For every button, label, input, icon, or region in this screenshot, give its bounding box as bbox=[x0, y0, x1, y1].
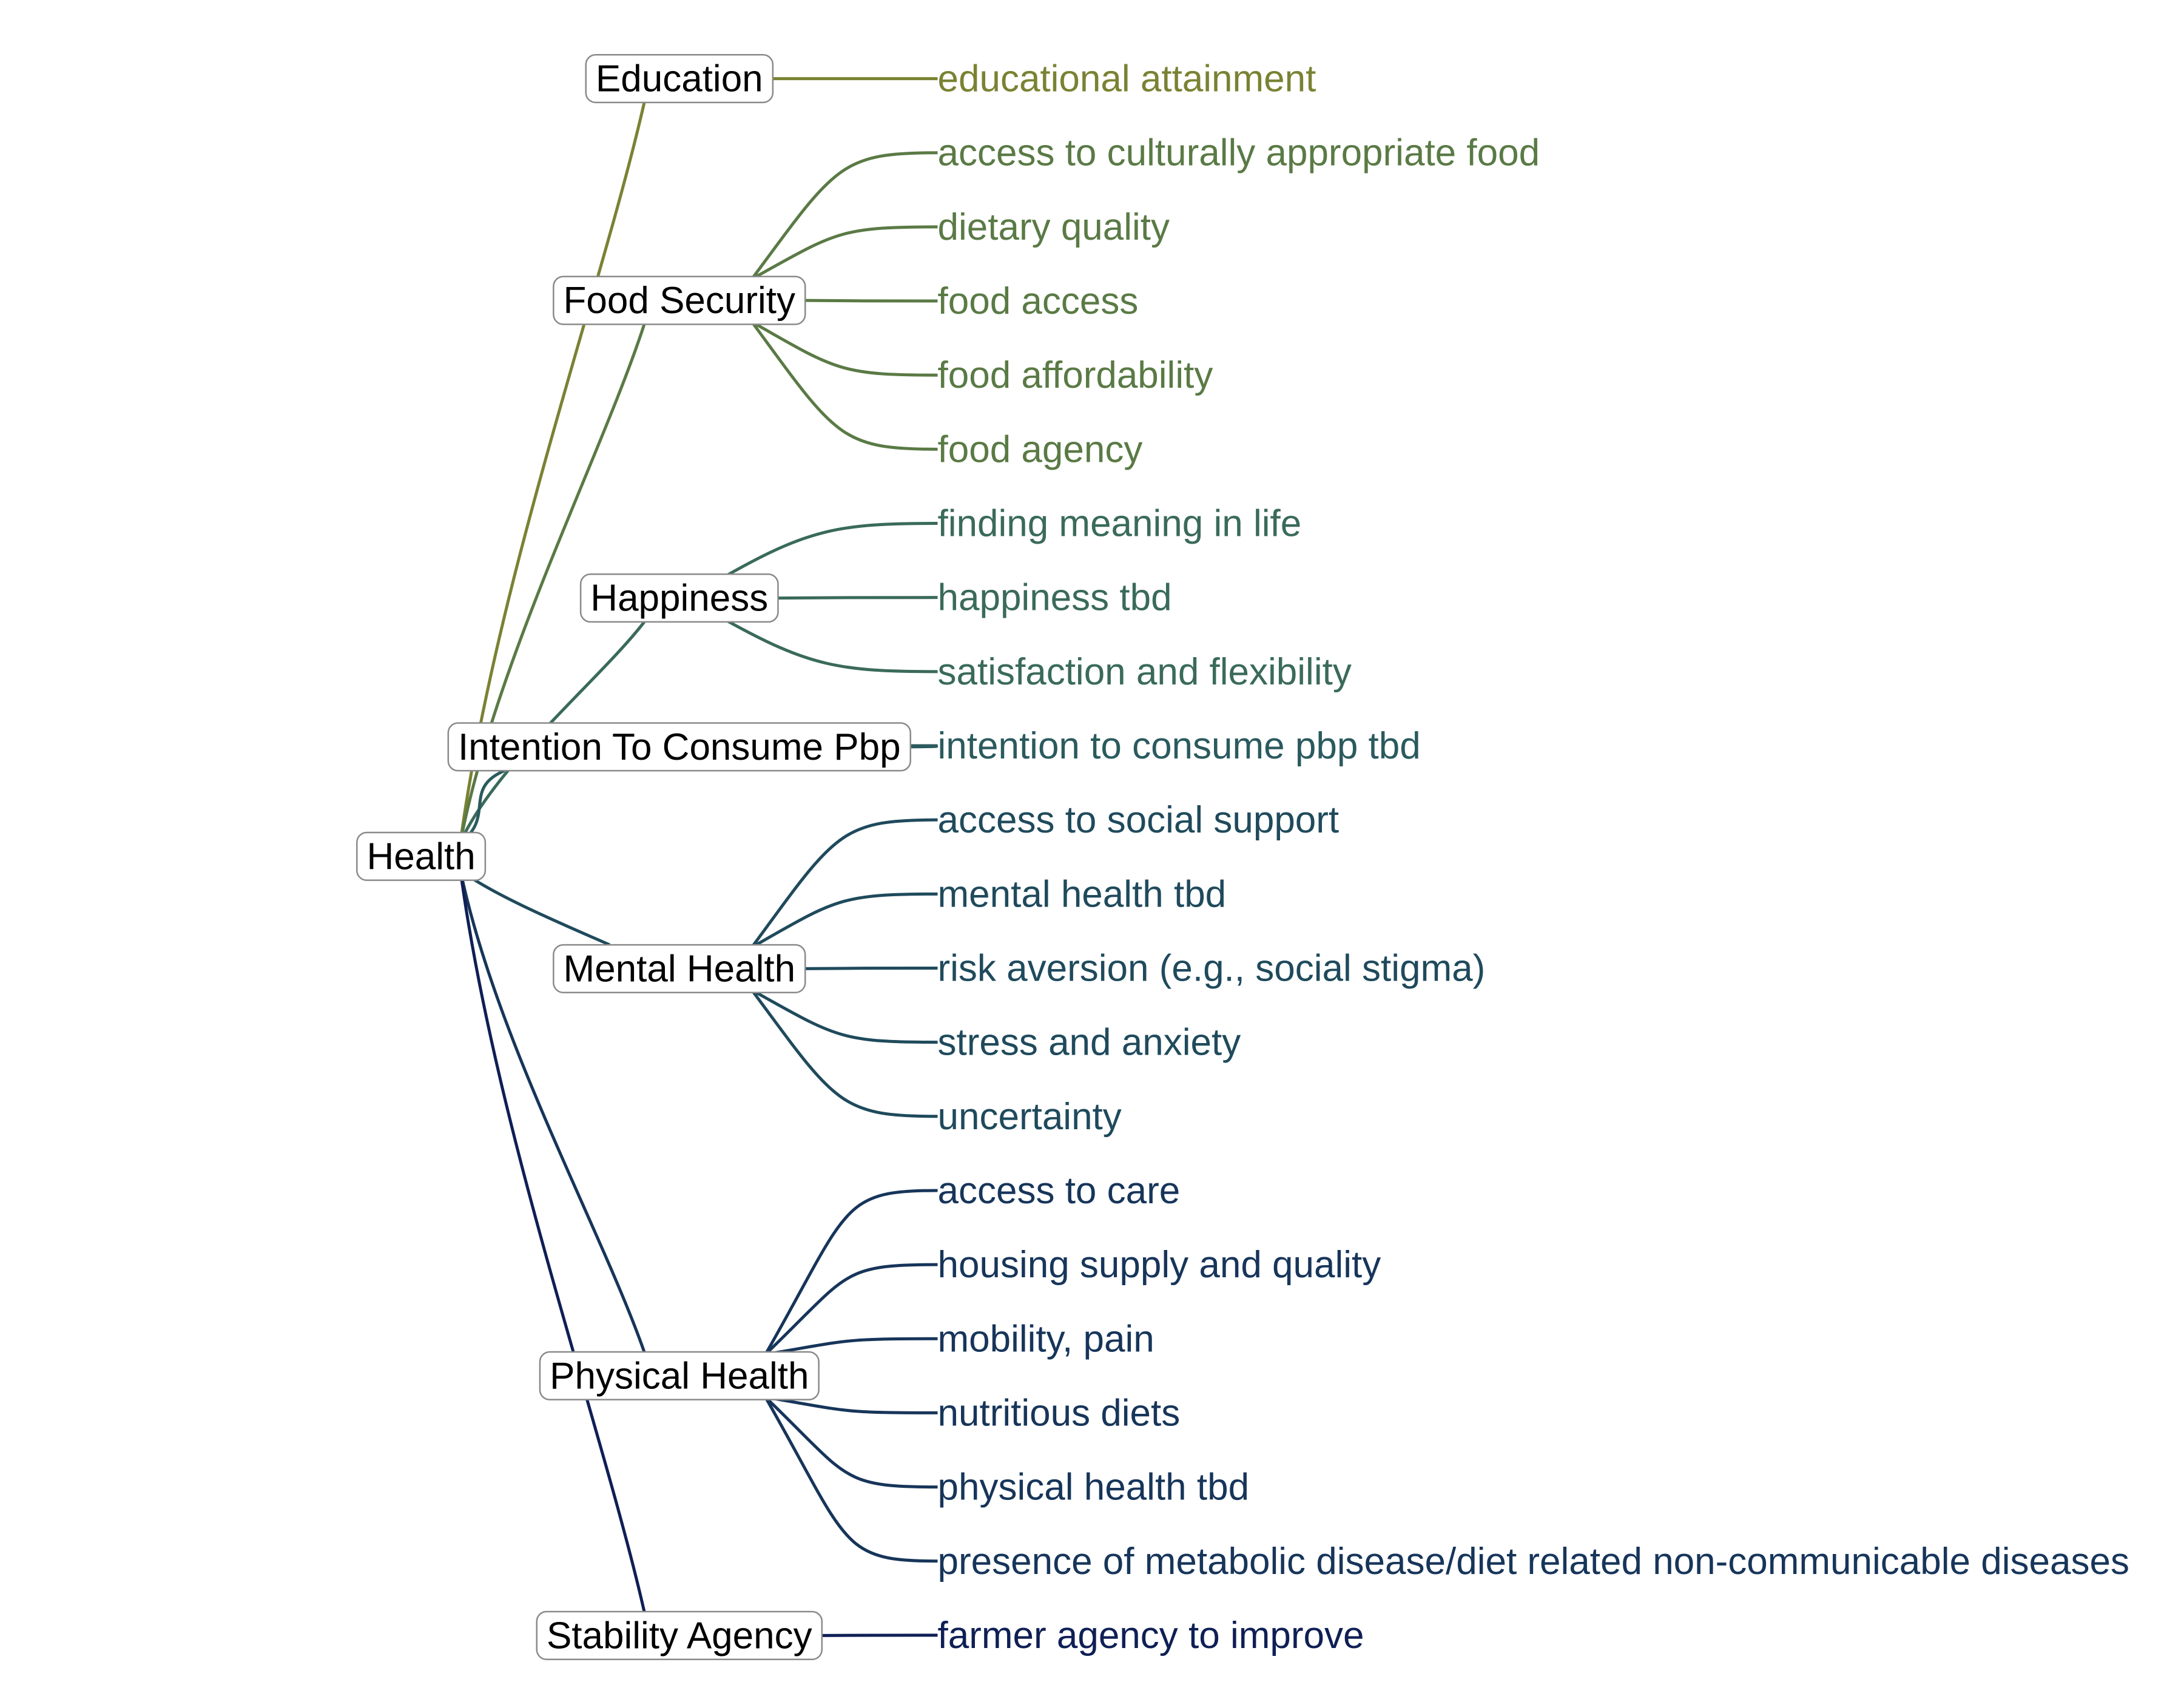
branch-node-mental-health-box bbox=[553, 944, 806, 993]
branch-node-education-box bbox=[585, 53, 774, 104]
edge-root-to-mental-health bbox=[459, 869, 610, 947]
branch-node-happiness: Happiness bbox=[579, 573, 779, 623]
leaf-satisfaction-and-flexibility: satisfaction and flexibility bbox=[938, 651, 1352, 693]
leaf-access-to-care: access to care bbox=[938, 1170, 1181, 1212]
edge-food-security-to-leaf-0 bbox=[750, 151, 938, 280]
branch-node-food-security: Food Security bbox=[553, 275, 806, 325]
leaves-layer: educational attainment access to cultural… bbox=[938, 58, 2129, 1657]
edge-mental-health-to-leaf-3 bbox=[751, 988, 938, 1044]
edge-happiness-to-leaf-2 bbox=[724, 618, 938, 674]
root-node-health-box bbox=[356, 831, 487, 881]
branch-node-stability-agency-box bbox=[536, 1610, 823, 1660]
leaf-dietary-quality: dietary quality bbox=[938, 206, 1170, 248]
branch-node-physical-health: Physical Health bbox=[539, 1351, 820, 1400]
leaf-intention-to-consume-pbp-tbd: intention to consume pbp tbd bbox=[938, 725, 1421, 767]
leaf-housing-supply-and-quality: housing supply and quality bbox=[938, 1244, 1381, 1286]
edge-physical-health-to-leaf-5 bbox=[764, 1396, 938, 1563]
leaf-finding-meaning-in-life: finding meaning in life bbox=[938, 503, 1302, 545]
branch-node-mental-health-label: Mental Health bbox=[564, 948, 796, 990]
leaf-mobility-pain: mobility, pain bbox=[938, 1318, 1154, 1360]
leaf-food-agency: food agency bbox=[938, 428, 1143, 470]
branch-node-intention-to-consume-pbp-box bbox=[447, 722, 912, 772]
leaf-food-affordability: food affordability bbox=[938, 354, 1213, 396]
leaf-happiness-tbd: happiness tbd bbox=[938, 577, 1172, 619]
branch-node-intention-to-consume-pbp-label: Intention To Consume Pbp bbox=[458, 726, 901, 768]
leaf-access-to-culturally-appropriate-food: access to culturally appropriate food bbox=[938, 132, 1540, 174]
edge-food-security-to-leaf-1 bbox=[751, 225, 938, 280]
edge-physical-health-to-leaf-4 bbox=[764, 1396, 938, 1489]
branch-node-education-label: Education bbox=[596, 58, 763, 100]
branch-node-happiness-label: Happiness bbox=[590, 578, 768, 620]
leaf-food-access: food access bbox=[938, 280, 1139, 322]
branch-node-education: Education bbox=[585, 53, 774, 104]
leaf-risk-aversion-e-g-social-stigma: risk aversion (e.g., social stigma) bbox=[938, 947, 1486, 989]
branch-node-intention-to-consume-pbp: Intention To Consume Pbp bbox=[447, 722, 912, 772]
edge-food-security-to-leaf-3 bbox=[751, 320, 938, 377]
leaf-nutritious-diets: nutritious diets bbox=[938, 1392, 1181, 1434]
leaf-mental-health-tbd: mental health tbd bbox=[938, 873, 1227, 915]
root-node-health-label: Health bbox=[366, 836, 475, 877]
edge-physical-health-to-leaf-1 bbox=[764, 1263, 938, 1356]
edge-happiness-to-leaf-0 bbox=[724, 522, 938, 578]
branch-node-physical-health-box bbox=[539, 1351, 820, 1400]
leaf-physical-health-tbd: physical health tbd bbox=[938, 1467, 1250, 1508]
root-node-health: Health bbox=[356, 831, 487, 881]
branch-node-happiness-box bbox=[579, 573, 779, 623]
leaf-educational-attainment: educational attainment bbox=[938, 58, 1316, 100]
edge-physical-health-to-leaf-3 bbox=[765, 1396, 938, 1414]
leaf-stress-and-anxiety: stress and anxiety bbox=[938, 1022, 1241, 1064]
edge-root-to-stability-agency bbox=[459, 870, 646, 1612]
edge-mental-health-to-leaf-4 bbox=[750, 989, 938, 1118]
branch-node-stability-agency: Stability Agency bbox=[536, 1610, 823, 1660]
leaf-farmer-agency-to-improve: farmer agency to improve bbox=[938, 1615, 1364, 1657]
branch-node-food-security-label: Food Security bbox=[564, 280, 796, 322]
branch-node-stability-agency-label: Stability Agency bbox=[547, 1615, 812, 1657]
leaf-access-to-social-support: access to social support bbox=[938, 799, 1340, 841]
leaf-uncertainty: uncertainty bbox=[938, 1096, 1122, 1138]
edge-food-security-to-leaf-2 bbox=[805, 299, 938, 303]
branch-node-mental-health: Mental Health bbox=[553, 944, 806, 993]
edge-root-to-physical-health bbox=[459, 870, 646, 1353]
branch-node-physical-health-label: Physical Health bbox=[550, 1355, 809, 1397]
edge-food-security-to-leaf-4 bbox=[750, 320, 938, 451]
branch-node-food-security-box bbox=[553, 275, 806, 325]
edge-mental-health-to-leaf-0 bbox=[750, 818, 938, 948]
leaf-presence-of-metabolic-disease-diet-related-non-communicable-diseases: presence of metabolic disease/diet relat… bbox=[938, 1541, 2129, 1582]
edge-mental-health-to-leaf-1 bbox=[751, 892, 938, 949]
edge-physical-health-to-leaf-0 bbox=[764, 1189, 938, 1356]
edge-physical-health-to-leaf-2 bbox=[765, 1337, 938, 1356]
